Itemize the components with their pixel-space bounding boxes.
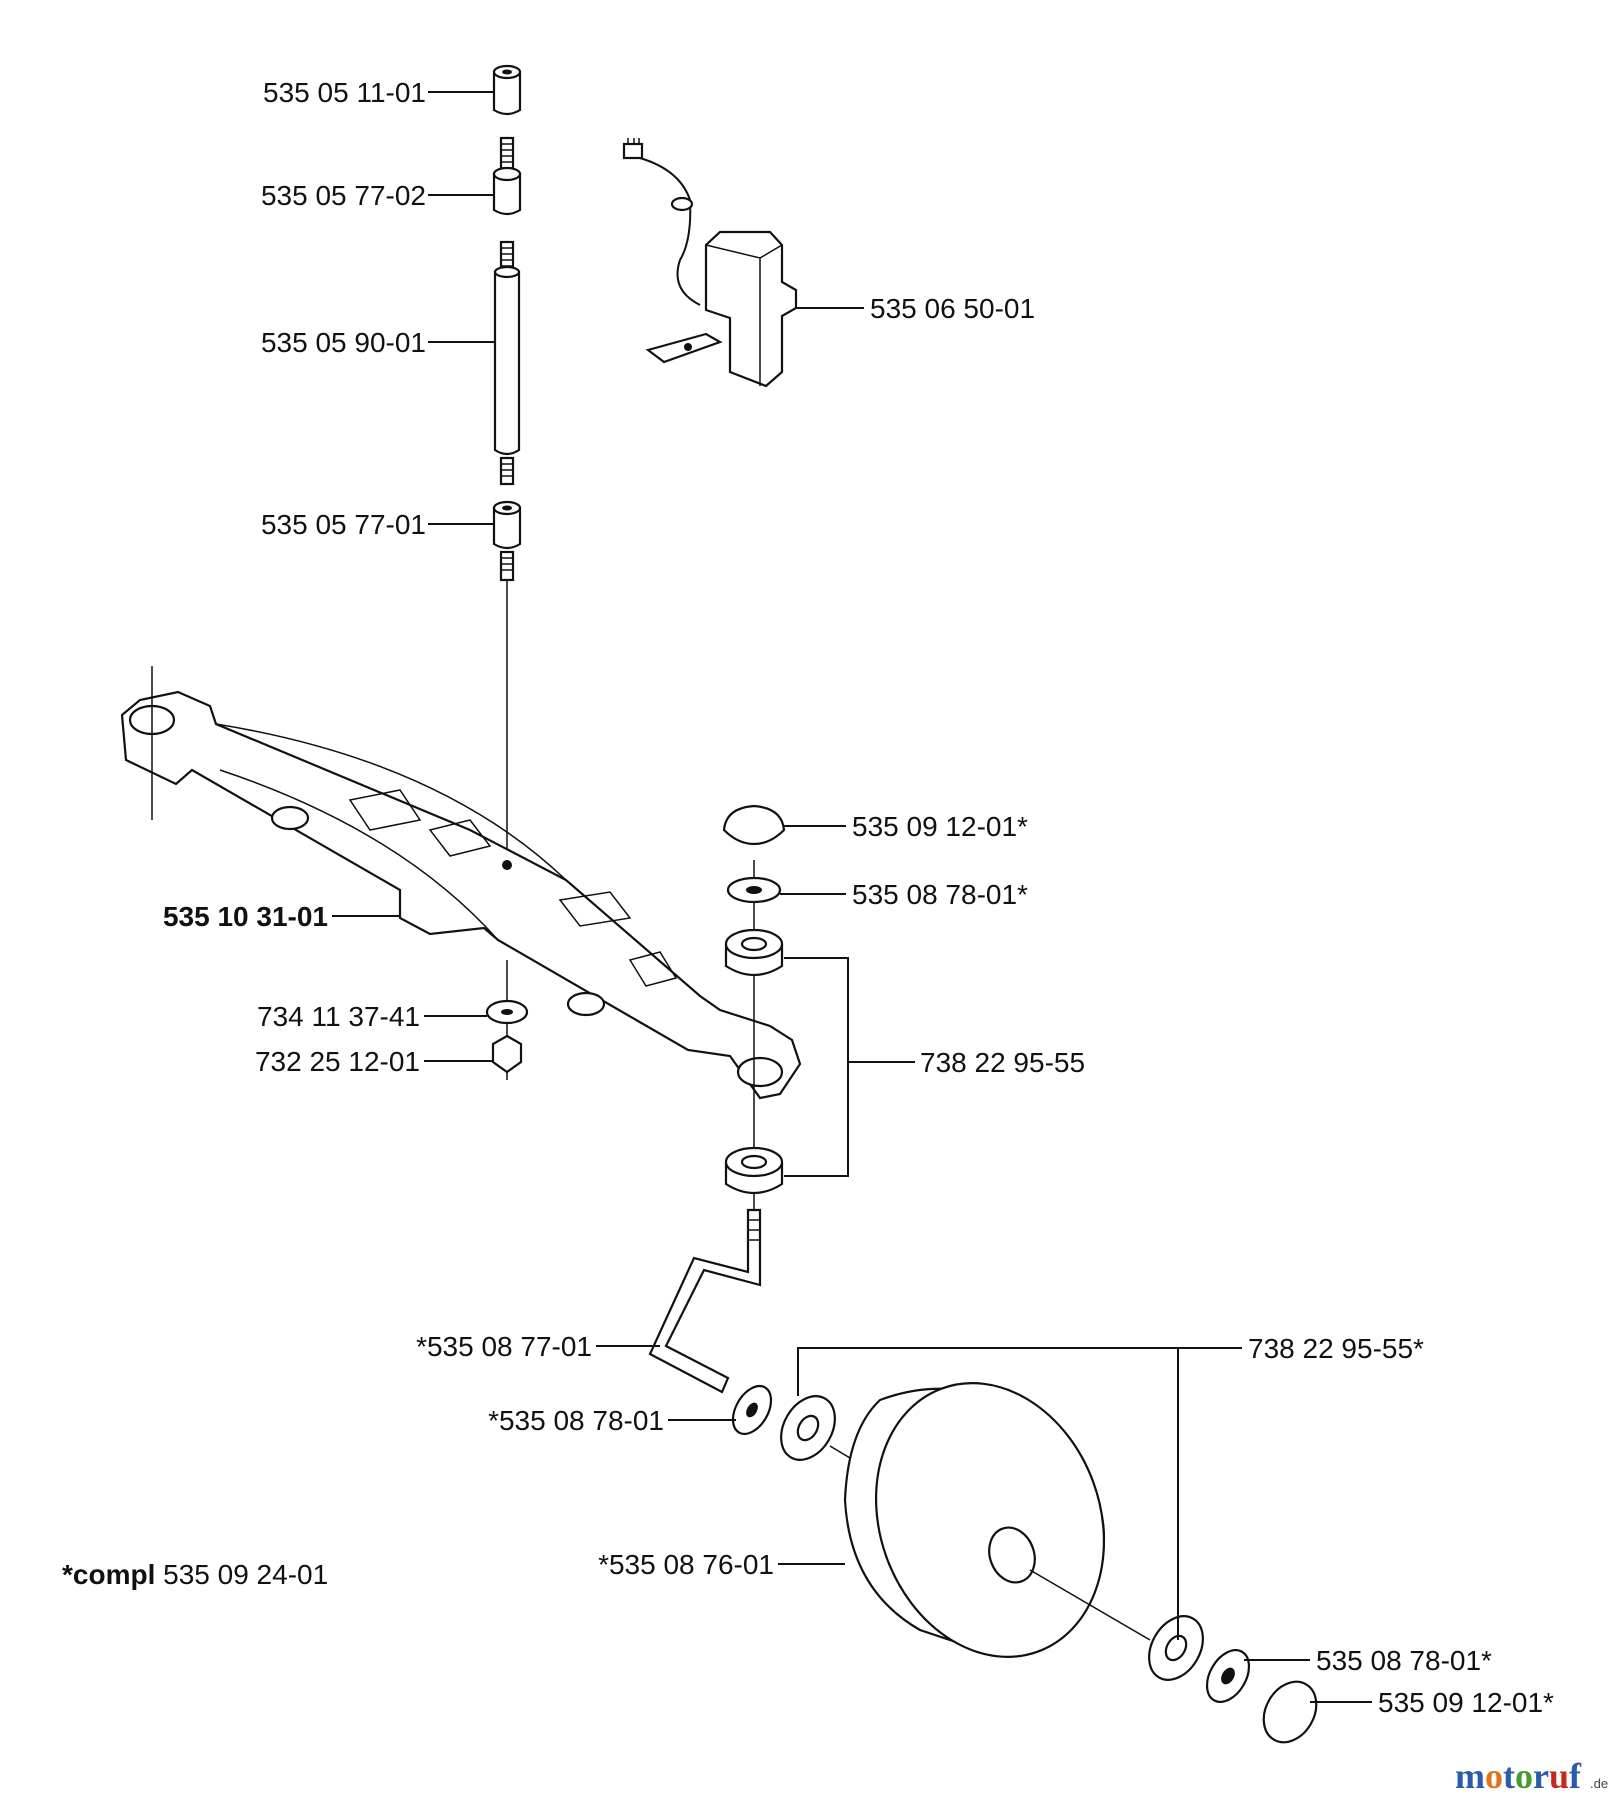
wm-o2: o: [1515, 1756, 1533, 1796]
label-535-06-50-01: 535 06 50-01: [870, 293, 1035, 324]
label-535-05-77-01: 535 05 77-01: [261, 509, 426, 540]
kit-note: *compl 535 09 24-01: [62, 1559, 328, 1590]
label-535-05-11-01: 535 05 11-01: [263, 77, 426, 108]
label-535-05-90-01: 535 05 90-01: [261, 327, 426, 358]
label-535-10-31-01: 535 10 31-01: [163, 901, 328, 932]
wm-t: t: [1503, 1756, 1515, 1796]
wm-f: f: [1569, 1756, 1582, 1796]
wm-m: m: [1455, 1756, 1485, 1796]
bracket-part: [120, 666, 802, 1100]
leader-lines: [332, 91, 1372, 1703]
label-738-22-95-55: 738 22 95-55: [920, 1047, 1085, 1078]
wm-r: r: [1533, 1756, 1549, 1796]
wheel-assembly: [648, 1208, 1318, 1744]
label-734-11-37-41: 734 11 37-41: [257, 1001, 420, 1032]
label-738-22-95-55-star: 738 22 95-55*: [1248, 1333, 1424, 1364]
label-535-08-78-01-top: 535 08 78-01*: [852, 879, 1028, 910]
kit-note-prefix: *compl: [62, 1559, 155, 1590]
part-labels: 535 05 11-01 535 05 77-02 535 05 90-01 5…: [163, 77, 1554, 1718]
watermark-logo: motoruf .de: [1455, 1756, 1608, 1796]
caster-stack: [722, 804, 915, 1260]
shaft-assembly: [492, 64, 522, 860]
label-535-08-78-01-right: 535 08 78-01*: [1316, 1645, 1492, 1676]
label-535-08-76-01: *535 08 76-01: [598, 1549, 774, 1580]
label-535-08-78-01-left: *535 08 78-01: [488, 1405, 664, 1436]
kit-note-value: 535 09 24-01: [155, 1559, 328, 1590]
label-535-09-12-01-top: 535 09 12-01*: [852, 811, 1028, 842]
label-732-25-12-01: 732 25 12-01: [255, 1046, 420, 1077]
label-535-08-77-01: *535 08 77-01: [416, 1331, 592, 1362]
sensor-part: [622, 138, 798, 388]
wm-u: u: [1549, 1756, 1569, 1796]
wm-o1: o: [1485, 1756, 1503, 1796]
label-535-09-12-01-right: 535 09 12-01*: [1378, 1687, 1554, 1718]
wm-suffix: .de: [1590, 1776, 1608, 1791]
label-535-05-77-02: 535 05 77-02: [261, 180, 426, 211]
svg-text:motoruf: motoruf: [1455, 1756, 1582, 1796]
